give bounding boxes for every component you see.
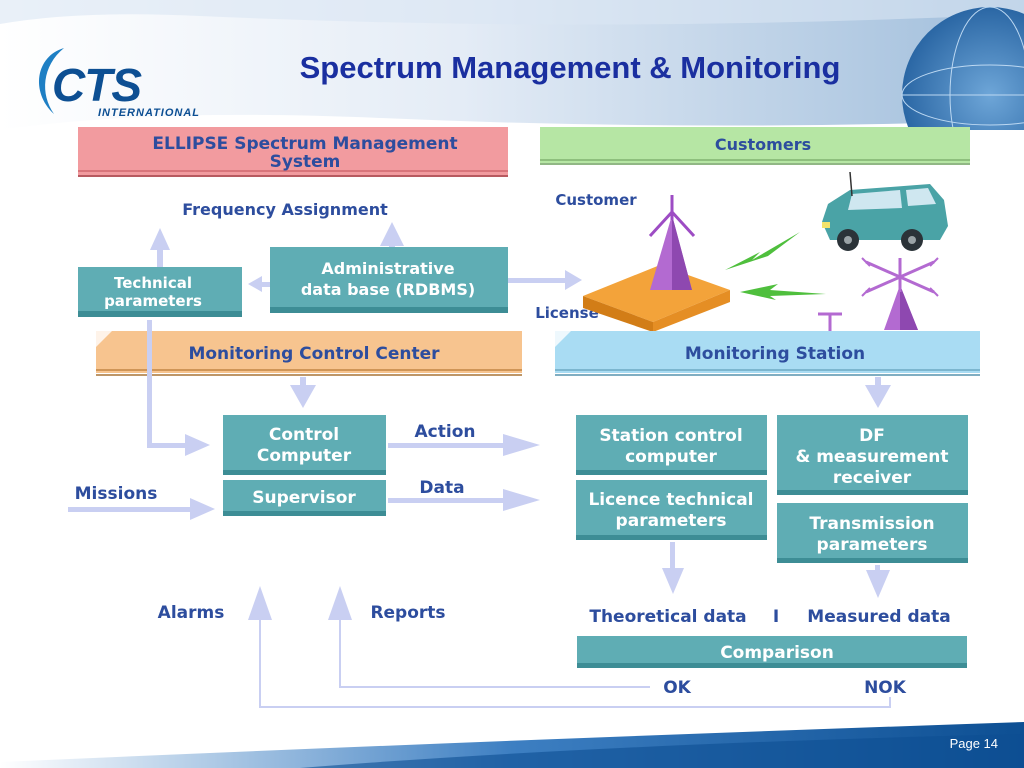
station-control-line1: Station control <box>599 426 742 446</box>
df-line3: receiver <box>833 468 912 488</box>
transmission-line1: Transmission <box>809 514 934 534</box>
licence-technical-parameters-box: Licence technical parameters <box>576 480 767 540</box>
ok-label: OK <box>663 678 691 698</box>
nok-label: NOK <box>864 678 907 698</box>
ellipse-title-line1: ELLIPSE Spectrum Management <box>152 134 457 154</box>
df-line2: & measurement <box>795 447 948 467</box>
header-background <box>0 0 1024 130</box>
licence-tech-line1: Licence technical <box>588 490 753 510</box>
theoretical-data-label: Theoretical data <box>589 607 746 627</box>
transmission-parameters-box: Transmission parameters <box>777 503 968 563</box>
customer-label: Customer <box>555 191 637 209</box>
alarms-label: Alarms <box>158 603 225 623</box>
comparison-label: Comparison <box>720 643 834 663</box>
frequency-assignment-label: Frequency Assignment <box>182 200 388 219</box>
logo: CTS <box>52 59 142 111</box>
feedback-lines <box>259 618 891 708</box>
reports-label: Reports <box>370 603 445 623</box>
radio-signal-icon <box>725 232 826 300</box>
admin-database-box: Administrative data base (RDBMS) <box>270 247 508 313</box>
ellipse-title-line2: System <box>270 152 341 172</box>
small-antenna-icon <box>818 312 842 332</box>
technical-params-line2: parameters <box>104 292 202 310</box>
monitoring-antenna-icon <box>861 257 939 330</box>
license-label: License <box>535 304 599 322</box>
monitoring-station-box: Monitoring Station <box>555 331 980 376</box>
logo-subtitle: INTERNATIONAL <box>98 107 201 119</box>
licence-tech-line2: parameters <box>616 511 727 531</box>
vehicle-icon <box>822 171 948 251</box>
monitoring-control-center-box: Monitoring Control Center <box>96 331 522 376</box>
comparison-box: Comparison <box>577 636 967 668</box>
footer-background <box>0 722 1024 768</box>
supervisor-box: Supervisor <box>223 480 386 516</box>
admin-db-line2: data base (RDBMS) <box>301 280 475 299</box>
ellipse-system-box: ELLIPSE Spectrum Management System <box>78 127 508 177</box>
logo-swoosh-icon <box>39 48 64 114</box>
admin-db-line1: Administrative <box>321 259 454 278</box>
station-label: Monitoring Station <box>685 344 865 364</box>
missions-label: Missions <box>75 484 158 504</box>
mcc-label: Monitoring Control Center <box>188 344 440 364</box>
station-control-computer-box: Station control computer <box>576 415 767 475</box>
customers-box: Customers <box>540 127 970 165</box>
data-label: Data <box>419 478 464 498</box>
measured-data-label: Measured data <box>807 607 950 627</box>
lower-arrows <box>68 320 891 620</box>
technical-parameters-box: Technical parameters <box>78 267 242 317</box>
station-control-line2: computer <box>625 447 717 467</box>
page-number: Page 14 <box>949 736 998 751</box>
df-receiver-box: DF & measurement receiver <box>777 415 968 495</box>
slide-title: Spectrum Management & Monitoring <box>299 50 841 85</box>
transmitter-icon <box>583 195 730 332</box>
data-separator: I <box>773 607 779 627</box>
upper-arrows <box>150 222 582 292</box>
customers-label: Customers <box>715 135 811 154</box>
technical-params-line1: Technical <box>114 274 192 292</box>
control-computer-line1: Control <box>269 425 339 445</box>
control-computer-line2: Computer <box>257 446 352 466</box>
supervisor-label: Supervisor <box>252 488 356 508</box>
control-computer-box: Control Computer <box>223 415 386 475</box>
transmission-line2: parameters <box>817 535 928 555</box>
action-label: Action <box>415 422 476 442</box>
globe-graphic <box>901 6 1024 130</box>
df-line1: DF <box>859 426 885 446</box>
